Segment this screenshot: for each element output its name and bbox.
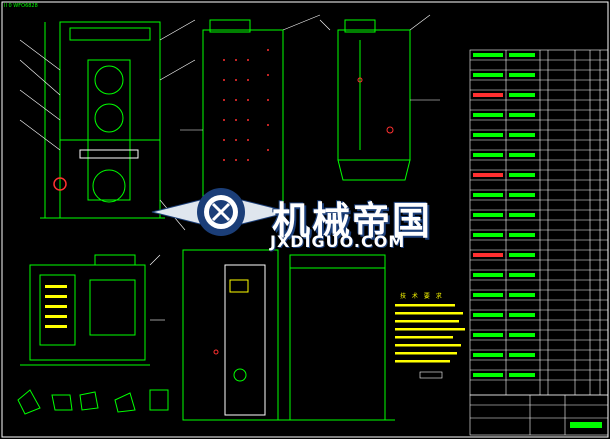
technical-notes — [395, 304, 465, 363]
highlight-marker — [53, 177, 67, 191]
parts-list-entries — [473, 53, 535, 377]
title-block — [469, 394, 609, 436]
parts-list-table — [469, 49, 609, 396]
section-view — [337, 19, 411, 181]
technical-requirements-title: 技 术 要 求 — [400, 293, 444, 300]
detail-views — [17, 389, 169, 415]
gear-emblem-icon — [151, 188, 291, 236]
plan-view — [20, 254, 150, 366]
lower-elevation-views — [182, 249, 395, 421]
watermark-chinese: 机械帝国 — [272, 199, 433, 243]
corner-note: II 0 WFO6828 — [4, 3, 38, 9]
watermark-url: JXDIGUO.COM — [270, 232, 406, 251]
bolt-pattern — [223, 49, 269, 161]
